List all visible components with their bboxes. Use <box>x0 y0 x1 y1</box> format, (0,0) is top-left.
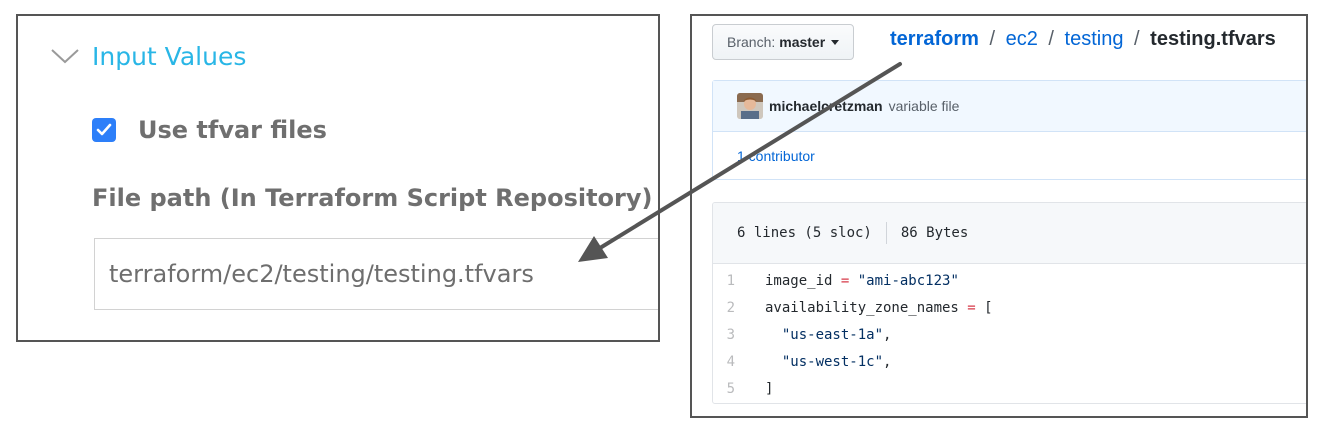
section-title: Input Values <box>92 41 247 71</box>
file-header-divider <box>885 222 887 244</box>
code-line: 2 availability_zone_names = [ <box>713 294 1306 321</box>
code-operator: = <box>958 299 985 316</box>
use-tfvar-checkbox[interactable] <box>92 118 116 142</box>
input-values-toggle[interactable]: Input Values <box>50 38 246 74</box>
code-body: 1 image_id = "ami-abc123" 2 availability… <box>713 264 1306 402</box>
commit-message: variable file <box>888 98 960 114</box>
breadcrumb-ec2-link[interactable]: ec2 <box>1005 28 1038 50</box>
file-box: 6 lines (5 sloc) 86 Bytes 1 image_id = "… <box>712 202 1306 404</box>
code-key <box>765 327 782 343</box>
line-code: "us-west-1c", <box>765 353 892 370</box>
file-size: 86 Bytes <box>900 225 969 241</box>
code-key: availability_zone_names <box>765 299 959 316</box>
line-number[interactable]: 3 <box>726 326 735 343</box>
input-values-panel: Input Values Use tfvar files File path (… <box>16 14 660 342</box>
checkmark-icon <box>96 123 112 136</box>
file-lines-info: 6 lines (5 sloc) <box>737 225 872 241</box>
github-file-panel: Branch: master terraform / ec2 / testing… <box>690 14 1308 418</box>
commit-box: michaelcretzman variable file 1 contribu… <box>712 80 1306 180</box>
breadcrumb-separator: / <box>1048 28 1054 50</box>
code-rest: [ <box>984 299 993 316</box>
breadcrumb-separator: / <box>1134 28 1140 50</box>
line-code: availability_zone_names = [ <box>765 300 993 316</box>
code-string: "us-west-1c" <box>781 353 884 370</box>
file-path-value: terraform/ec2/testing/testing.tfvars <box>109 260 534 288</box>
code-rest: ] <box>765 380 774 397</box>
code-key <box>765 354 782 370</box>
breadcrumb-testing-link[interactable]: testing <box>1064 28 1124 50</box>
code-string: "ami-abc123" <box>857 272 959 289</box>
line-number[interactable]: 5 <box>726 380 735 397</box>
breadcrumb-root-link[interactable]: terraform <box>890 28 979 50</box>
code-key: image_id <box>765 272 833 289</box>
branch-name: master <box>779 34 826 50</box>
use-tfvar-label: Use tfvar files <box>138 116 327 144</box>
chevron-down-icon <box>50 46 80 66</box>
branch-selector-button[interactable]: Branch: master <box>712 24 855 60</box>
code-line: 3 "us-east-1a", <box>713 321 1306 348</box>
code-rest: , <box>883 353 892 370</box>
code-operator: = <box>832 272 858 289</box>
code-line: 5 ] <box>713 375 1306 402</box>
caret-down-icon <box>831 39 840 45</box>
line-code: "us-east-1a", <box>765 326 892 343</box>
line-code: image_id = "ami-abc123" <box>765 273 959 289</box>
breadcrumb-current-file: testing.tfvars <box>1150 28 1276 50</box>
code-line: 1 image_id = "ami-abc123" <box>713 267 1306 294</box>
branch-prefix: Branch: <box>727 34 776 50</box>
contributors-link[interactable]: 1 contributor <box>737 148 815 164</box>
avatar[interactable] <box>737 93 763 119</box>
code-string: "us-east-1a" <box>781 326 884 343</box>
commit-author-link[interactable]: michaelcretzman <box>769 98 883 114</box>
file-path-input[interactable]: terraform/ec2/testing/testing.tfvars <box>94 238 658 310</box>
use-tfvar-row: Use tfvar files <box>92 116 327 144</box>
commit-header: michaelcretzman variable file <box>713 81 1306 132</box>
breadcrumb-separator: / <box>989 28 996 50</box>
line-code: ] <box>765 381 773 397</box>
file-header: 6 lines (5 sloc) 86 Bytes <box>713 203 1306 264</box>
code-rest: , <box>883 326 892 343</box>
breadcrumb: terraform / ec2 / testing / testing.tfva… <box>890 28 1276 51</box>
line-number[interactable]: 2 <box>726 299 735 316</box>
code-line: 4 "us-west-1c", <box>713 348 1306 375</box>
file-path-label: File path (In Terraform Script Repositor… <box>92 184 653 212</box>
line-number[interactable]: 1 <box>726 272 735 289</box>
line-number[interactable]: 4 <box>726 353 735 370</box>
